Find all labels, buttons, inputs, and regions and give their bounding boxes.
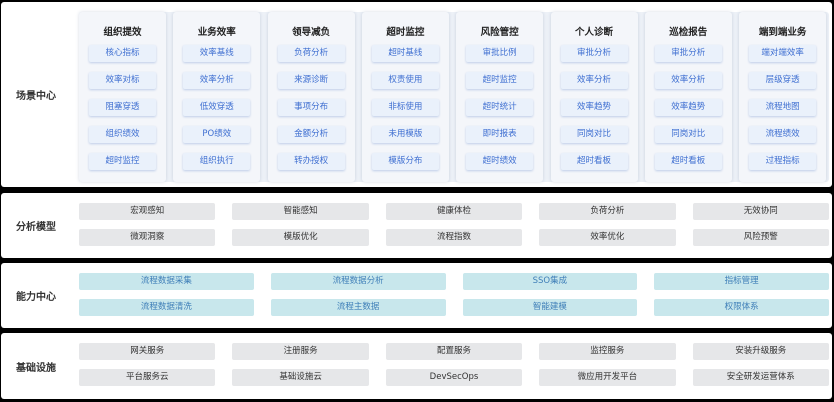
infrastructure-cell[interactable]: 安全研发运营体系 — [692, 369, 829, 386]
scene-item[interactable]: 效率分析 — [183, 72, 251, 89]
infrastructure-cell[interactable]: 安装升级服务 — [692, 343, 829, 360]
scene-column: 风险管控审批比例超时监控超时统计即时报表超时绩效 — [456, 12, 544, 182]
capability-cell[interactable]: 流程主数据 — [270, 299, 446, 316]
scene-item[interactable]: 转办授权 — [277, 153, 345, 170]
scene-column: 领导减负负荷分析来源诊断事项分布金额分析转办授权 — [267, 12, 355, 182]
scene-item[interactable]: 组织执行 — [183, 153, 251, 170]
infrastructure-cell[interactable]: 平台服务云 — [79, 369, 216, 386]
scene-column-title: 巡检报告 — [669, 27, 708, 38]
scene-item[interactable]: 核心指标 — [89, 45, 156, 62]
scene-area: 组织提效核心指标效率对标阻塞穿透组织绩效超时监控业务效率效率基线效率分析低效穿透… — [79, 12, 829, 182]
infrastructure-cell[interactable]: 基础设施云 — [232, 369, 369, 386]
scene-column-title: 端到端业务 — [758, 27, 807, 38]
infrastructure-cell[interactable]: 微应用开发平台 — [539, 369, 676, 386]
scene-item[interactable]: 过程指标 — [749, 153, 817, 170]
scene-item[interactable]: 金额分析 — [277, 126, 345, 143]
analysis-model-cell[interactable]: 风险预警 — [692, 229, 829, 246]
infrastructure-cell[interactable]: 配置服务 — [385, 343, 523, 360]
capability-cell[interactable]: 流程数据分析 — [270, 273, 446, 290]
capability-center-label: 能力中心 — [16, 292, 56, 303]
scene-item[interactable]: 负荷分析 — [277, 45, 345, 62]
analysis-model-cell[interactable]: 智能感知 — [232, 203, 369, 220]
scene-item[interactable]: 事项分布 — [277, 99, 345, 116]
scene-item[interactable]: 效率基线 — [183, 45, 251, 62]
analysis-model-cell[interactable]: 无效协同 — [692, 203, 829, 220]
capability-cell[interactable]: 权限体系 — [654, 299, 829, 316]
infrastructure-label: 基础设施 — [16, 362, 56, 374]
scene-column: 超时监控超时基线权责使用非标使用未用模版模版分布 — [361, 12, 449, 182]
analysis-model-cell[interactable]: 模版优化 — [232, 229, 369, 246]
scene-item[interactable]: 超时监控 — [89, 153, 156, 170]
scene-item[interactable]: PO绩效 — [183, 126, 251, 143]
scene-column: 组织提效核心指标效率对标阻塞穿透组织绩效超时监控 — [79, 12, 166, 182]
scene-item[interactable]: 端对端效率 — [749, 45, 817, 62]
analysis-model-cell[interactable]: 负荷分析 — [539, 203, 676, 220]
infrastructure-section: 基础设施 网关服务注册服务配置服务监控服务安装升级服务平台服务云基础设施云 Dev… — [1, 333, 832, 399]
scene-column-title: 风险管控 — [480, 27, 519, 38]
scene-item[interactable]: 超时统计 — [466, 99, 534, 116]
scene-item[interactable]: 审批比例 — [466, 45, 534, 62]
scene-item[interactable]: 未用模版 — [371, 126, 439, 143]
scene-item[interactable]: 效率分析 — [654, 72, 722, 89]
scene-item[interactable]: 层级穿透 — [749, 72, 817, 89]
scene-center-label: 场景中心 — [16, 91, 56, 102]
scene-item[interactable]: 效率分析 — [560, 72, 628, 89]
analysis-model-cell[interactable]: 微观洞察 — [79, 229, 216, 246]
scene-item[interactable]: 同岗对比 — [654, 126, 722, 143]
capability-center-section: 能力中心 流程数据采集流程数据分析 SSO集成指标管理流程数据清洗流程主数据智能建… — [1, 263, 832, 328]
scene-item[interactable]: 超时基线 — [371, 45, 439, 62]
analysis-model-cell[interactable]: 健康体检 — [385, 203, 523, 220]
infrastructure-cell[interactable]: 注册服务 — [232, 343, 369, 360]
scene-item[interactable]: 超时看板 — [560, 153, 628, 170]
infrastructure-cell[interactable]: 网关服务 — [79, 343, 216, 360]
scene-column: 个人诊断审批分析效率分析效率趋势同岗对比超时看板 — [550, 12, 638, 182]
scene-item[interactable]: 权责使用 — [371, 72, 439, 89]
infrastructure-cell[interactable]: 监控服务 — [539, 343, 676, 360]
scene-column-title: 业务效率 — [197, 27, 236, 38]
scene-item[interactable]: 审批分析 — [654, 45, 722, 62]
scene-column: 端到端业务端对端效率层级穿透流程地图流程绩效过程指标 — [739, 12, 827, 182]
scene-item[interactable]: 效率对标 — [89, 72, 156, 89]
scene-item[interactable]: 同岗对比 — [560, 126, 628, 143]
scene-column-title: 组织提效 — [103, 27, 142, 38]
scene-item[interactable]: 超时绩效 — [466, 153, 534, 170]
scene-column-title: 超时监控 — [386, 27, 425, 38]
infrastructure-cell[interactable]: DevSecOps — [385, 369, 523, 386]
scene-item[interactable]: 超时看板 — [654, 153, 722, 170]
scene-item[interactable]: 效率趋势 — [654, 99, 722, 116]
analysis-model-cell[interactable]: 流程指数 — [385, 229, 523, 246]
scene-column: 业务效率效率基线效率分析低效穿透 PO绩效组织执行 — [173, 12, 261, 182]
capability-cell[interactable]: SSO集成 — [462, 273, 638, 290]
scene-item[interactable]: 超时监控 — [466, 72, 534, 89]
analysis-model-cell[interactable]: 效率优化 — [539, 229, 676, 246]
scene-item[interactable]: 效率趋势 — [560, 99, 628, 116]
capability-cell[interactable]: 智能建模 — [462, 299, 638, 316]
scene-item[interactable]: 非标使用 — [371, 99, 439, 116]
scene-item[interactable]: 流程绩效 — [749, 126, 817, 143]
scene-item[interactable]: 来源诊断 — [277, 72, 345, 89]
analysis-model-section: 分析模型 宏观感知智能感知健康体检负荷分析无效协同微观洞察模版优化流程指数效率优… — [1, 193, 832, 258]
analysis-model-cell[interactable]: 宏观感知 — [79, 203, 216, 220]
scene-column-title: 领导减负 — [292, 27, 331, 38]
scene-item[interactable]: 即时报表 — [466, 126, 534, 143]
capability-cell[interactable]: 流程数据清洗 — [79, 299, 254, 316]
scene-item[interactable]: 模版分布 — [371, 153, 439, 170]
analysis-model-label: 分析模型 — [16, 222, 56, 233]
scene-column-title: 个人诊断 — [574, 27, 613, 38]
scene-item[interactable]: 阻塞穿透 — [89, 99, 156, 116]
capability-cell[interactable]: 流程数据采集 — [79, 273, 254, 290]
scene-center-section: 场景中心 组织提效核心指标效率对标阻塞穿透组织绩效超时监控业务效率效率基线效率分… — [1, 2, 832, 187]
scene-item[interactable]: 流程地图 — [749, 99, 817, 116]
scene-item[interactable]: 审批分析 — [560, 45, 628, 62]
scene-column: 巡检报告审批分析效率分析效率趋势同岗对比超时看板 — [644, 12, 732, 182]
scene-item[interactable]: 低效穿透 — [183, 99, 251, 116]
capability-cell[interactable]: 指标管理 — [654, 273, 829, 290]
scene-item[interactable]: 组织绩效 — [89, 126, 156, 143]
